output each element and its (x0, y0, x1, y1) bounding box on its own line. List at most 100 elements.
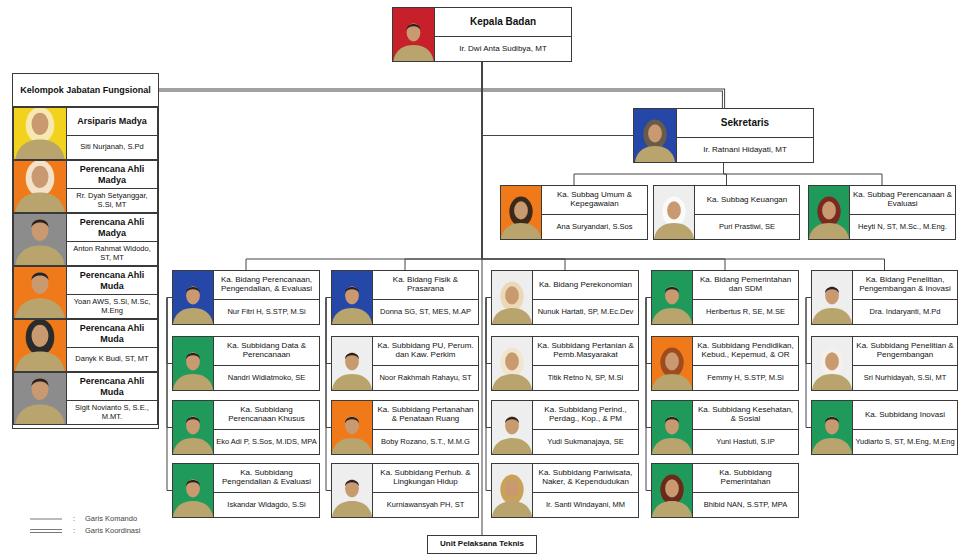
portrait-veil (500, 282, 523, 312)
portrait-hair (345, 417, 359, 423)
portrait-face (345, 352, 359, 370)
command-line (246, 62, 482, 270)
portrait (812, 271, 852, 324)
position-box: Ka. Bidang PerekonomianNunuk Hartati, SP… (491, 270, 639, 325)
portrait (332, 271, 372, 324)
command-line (482, 62, 633, 136)
position-title: Ka. Subbidang Data & Perencanaan (216, 342, 317, 360)
portrait-veil (500, 348, 523, 378)
position-title: Perencana Ahli Madya (69, 217, 155, 237)
person-name: Rr. Dyah Setyanggar, S.Si, MT (69, 192, 155, 209)
person-name: Danyk K Budi, ST, MT (75, 355, 148, 363)
portrait-frame (812, 401, 853, 454)
portrait-face (32, 378, 49, 400)
command-line (574, 163, 724, 185)
portrait-frame (332, 464, 373, 517)
person-name: Ana Suryandari, S.Sos (557, 223, 633, 231)
portrait-hair (186, 417, 200, 423)
portrait-ground (14, 214, 66, 265)
portrait (173, 271, 213, 324)
portrait-face (667, 201, 681, 219)
portrait-face (825, 286, 839, 304)
portrait-hair (825, 417, 839, 423)
person-name: Heyti N, ST, M.Sc., M.Eng. (858, 223, 947, 231)
portrait-body (332, 308, 372, 324)
portrait-frame (14, 161, 67, 212)
position-box: Ka. Subbidang Pertanahan & Penataan Ruan… (331, 400, 479, 455)
position-title: Ka. Subbidang Pemerintahan (695, 469, 796, 487)
portrait-ground (14, 373, 66, 424)
person-name: Heribertus R, SE, M.SE (706, 308, 785, 316)
portrait-ground (332, 271, 372, 324)
portrait (393, 8, 434, 61)
portrait-face (32, 166, 49, 188)
position-title: Ka. Subbag Umum & Kepegawaian (544, 191, 645, 209)
portrait-ground (652, 464, 692, 517)
portrait (492, 464, 532, 517)
portrait-veil (643, 120, 666, 150)
person-name: Yuni Hastuti, S.IP (716, 438, 774, 446)
portrait-frame (652, 337, 693, 390)
position-title: Ka. Subbidang Pariwisata, Naker, & Kepen… (535, 469, 636, 487)
legend-text: Garis Komando (85, 515, 137, 523)
position-box: Ka. Subbidang Pengendalian & EvaluasiIsk… (172, 463, 320, 518)
portrait-ground (492, 401, 532, 454)
position-box: Ka. Subbidang Perhub. & Lingkungan Hidup… (331, 463, 479, 518)
command-line (326, 298, 331, 491)
portrait-face (186, 286, 200, 304)
person-name: Donna SG, ST, MES, M.AP (380, 308, 471, 316)
position-box: Perencana Ahli MudaDanyk K Budi, ST, MT (13, 319, 158, 372)
coordination-line (159, 90, 724, 108)
portrait-veil (817, 197, 840, 227)
position-title: Ka. Subbidang Inovasi (865, 411, 945, 420)
portrait-face (32, 219, 49, 241)
portrait (14, 267, 66, 318)
connector-path (167, 298, 172, 491)
portrait-ground (173, 337, 213, 390)
command-line (724, 163, 883, 185)
portrait (812, 337, 852, 390)
person-name: Sigit Novianto S, S.E., M.MT. (69, 404, 155, 421)
person-name: Yoan AWS, S.Si, M.Sc, M.Eng (69, 298, 155, 315)
position-box: Ka. Bidang Pemerintahan dan SDMHeribertu… (651, 270, 799, 325)
portrait-frame (332, 337, 373, 390)
portrait-ground (14, 320, 66, 371)
portrait-face (665, 416, 679, 434)
portrait-face (32, 113, 49, 135)
portrait (492, 271, 532, 324)
portrait-body (652, 438, 692, 454)
person-name: Ir. Dwi Anta Sudibya, MT (459, 45, 547, 54)
portrait-frame (812, 337, 853, 390)
portrait-frame (492, 464, 533, 517)
portrait (634, 109, 676, 162)
portrait-ground (492, 464, 532, 517)
portrait-face (407, 23, 421, 41)
portrait-veil (509, 197, 532, 227)
person-name: Noor Rakhmah Rahayu, ST (379, 374, 471, 382)
position-box: Ka. Subbidang PemerintahanBhibid NAN, S.… (651, 463, 799, 518)
portrait-ground (14, 267, 66, 318)
portrait-ground (393, 8, 434, 61)
portrait-body (652, 308, 692, 324)
person-name: Anton Rahmat Widodo, ST, MT (69, 245, 155, 262)
portrait-body (492, 501, 532, 517)
position-box: Ka. Subbidang Perencanaan KhususEko Adi … (172, 400, 320, 455)
position-box: Perencana Ahli MadyaRr. Dyah Setyanggar,… (13, 160, 158, 213)
portrait-face (514, 201, 528, 219)
portrait-face (345, 286, 359, 304)
command-line (167, 298, 172, 491)
portrait-frame (652, 464, 693, 517)
position-box: Kepala BadanIr. Dwi Anta Sudibya, MT (392, 7, 572, 62)
person-name: Femmy H, S.STP, M.Si (707, 374, 784, 382)
portrait-ground (652, 271, 692, 324)
position-title: Perencana Ahli Muda (69, 376, 155, 396)
portrait-face (505, 352, 519, 370)
connector-path (646, 298, 651, 491)
person-name: Sri Nurhidayah, S.Si, MT (864, 374, 947, 382)
portrait-frame (14, 214, 67, 265)
position-title: Ka. Subbidang Penelitian & Pengembangan (855, 342, 955, 360)
connector-path (486, 298, 491, 491)
portrait-body (173, 308, 213, 324)
position-title: Ka. Bidang Fisik & Prasarana (375, 276, 476, 294)
portrait-hair (345, 287, 359, 293)
